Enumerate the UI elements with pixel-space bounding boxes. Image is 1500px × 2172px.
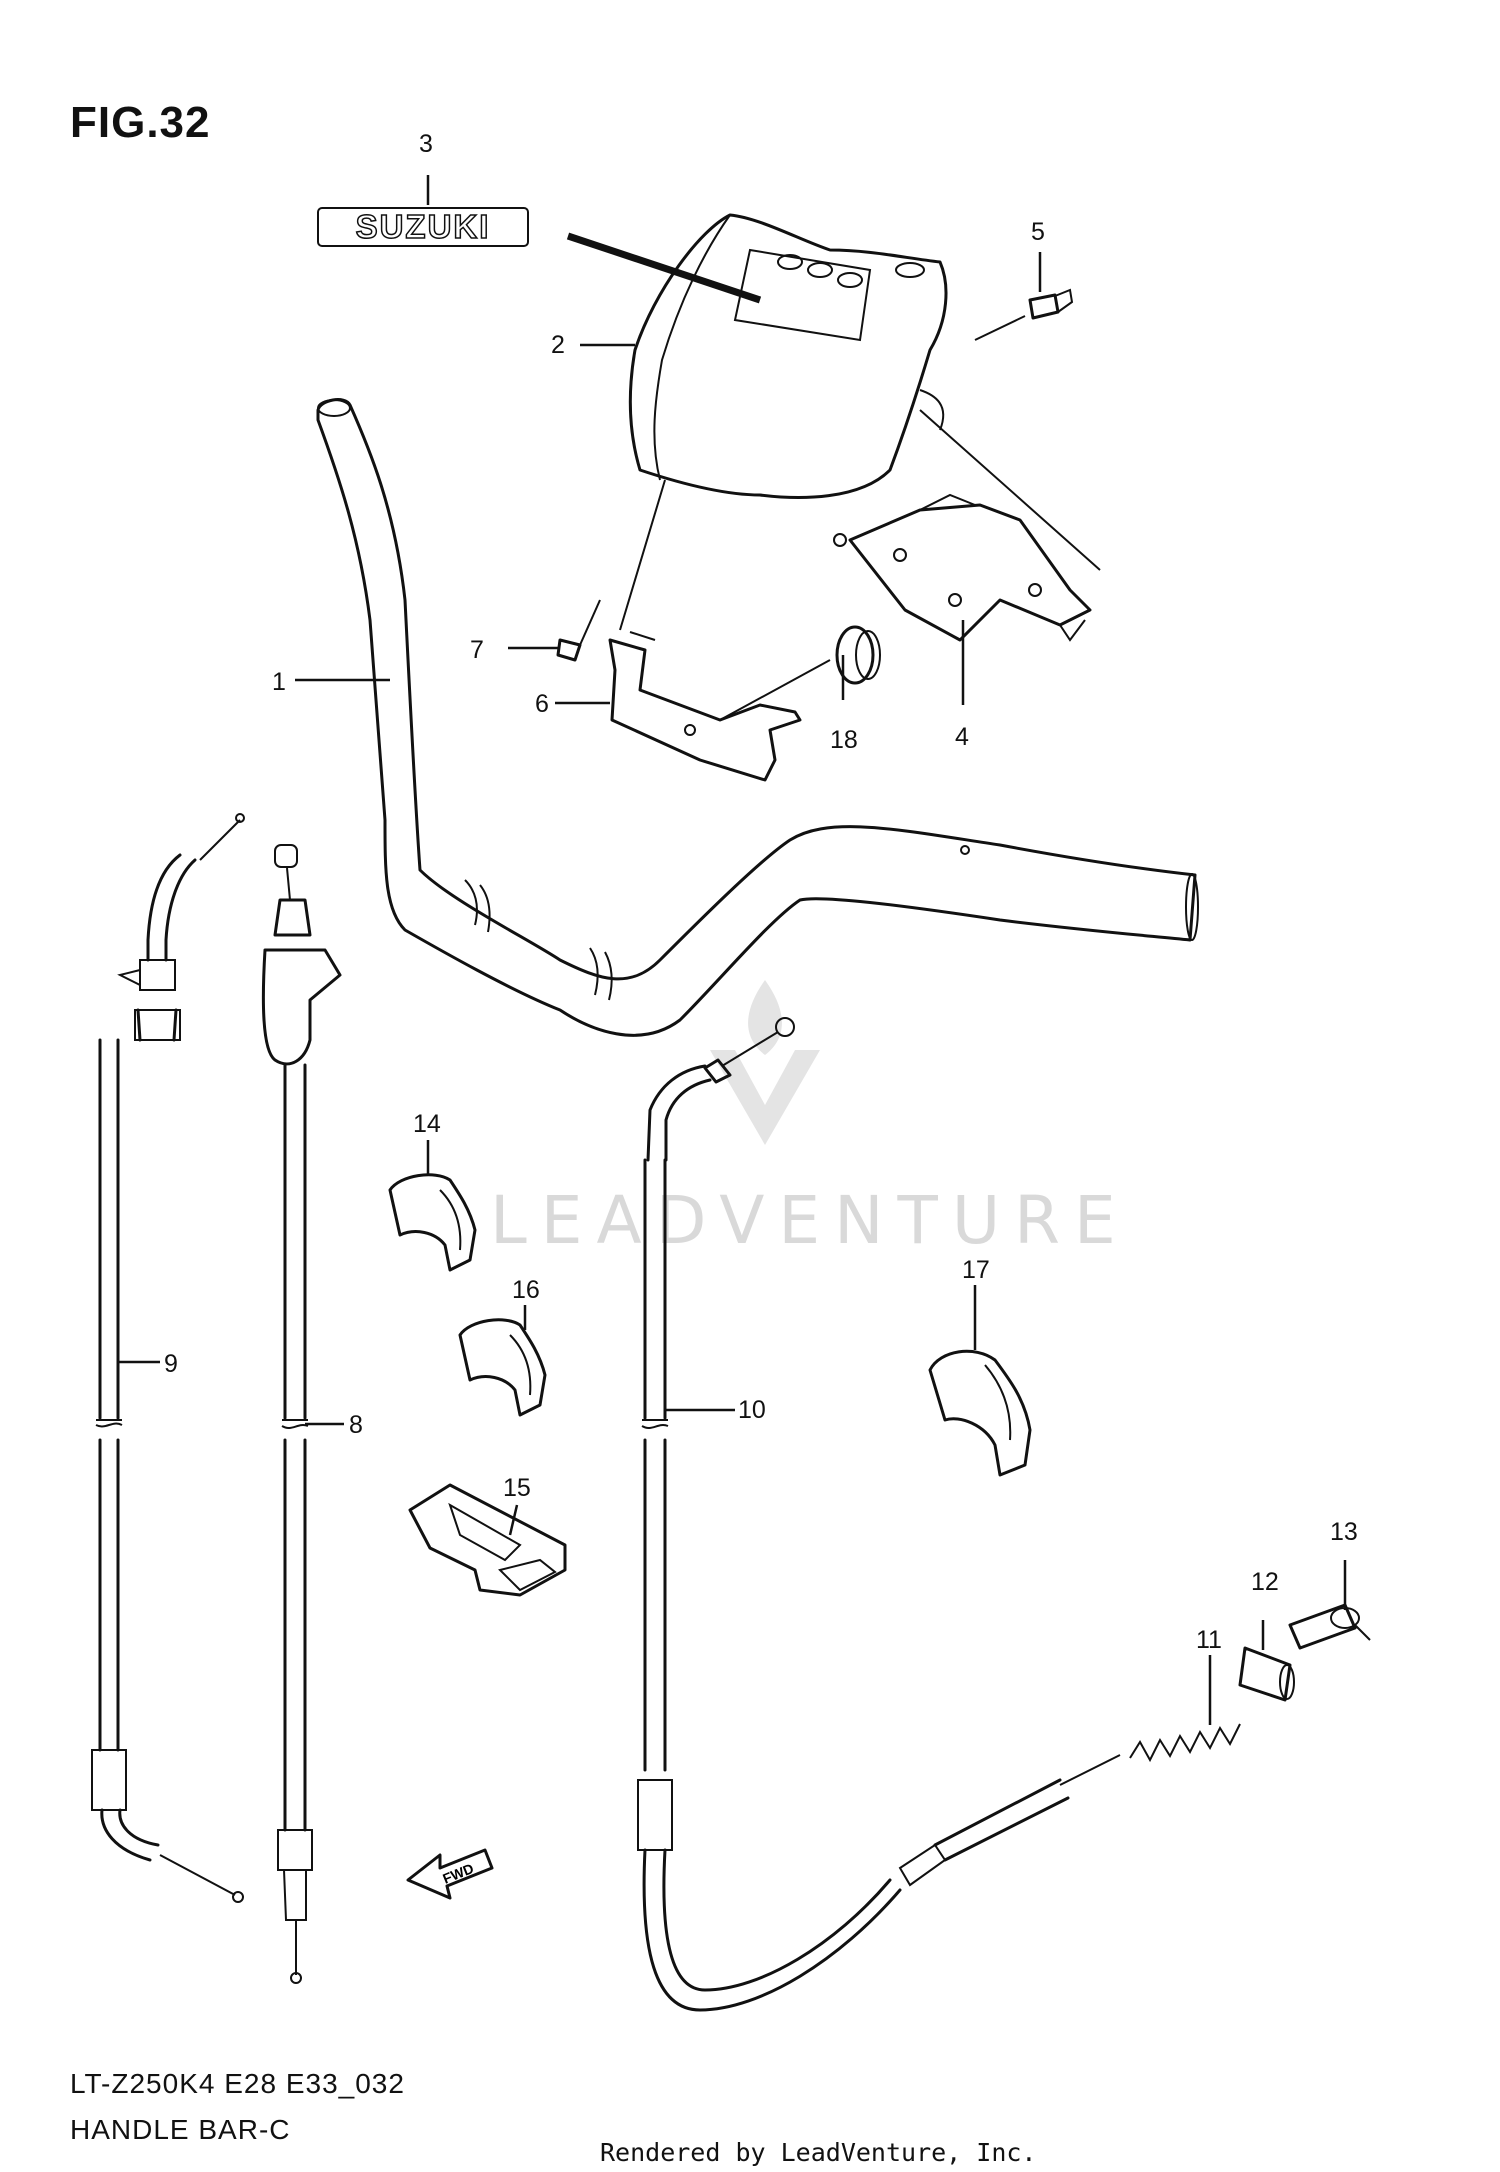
callout-5[interactable]: 5 <box>1031 218 1045 246</box>
part-18-grommet[interactable] <box>835 625 881 685</box>
callout-11[interactable]: 11 <box>1196 1626 1222 1654</box>
callout-9[interactable]: 9 <box>164 1350 178 1378</box>
part-2-handle-cover[interactable] <box>628 213 948 499</box>
part-14-clamp[interactable] <box>388 1173 477 1272</box>
callout-15[interactable]: 15 <box>503 1474 531 1502</box>
part-7-screw[interactable] <box>556 599 601 662</box>
part-11-spring[interactable] <box>1129 1723 1241 1763</box>
callout-2[interactable]: 2 <box>551 331 565 359</box>
section-name: HANDLE BAR-C <box>70 2114 291 2145</box>
watermark-logo-icon <box>710 980 820 1145</box>
callout-18[interactable]: 18 <box>830 726 858 754</box>
callout-17[interactable]: 17 <box>962 1256 990 1284</box>
callout-4[interactable]: 4 <box>955 723 969 751</box>
fwd-arrow-icon: FWD <box>406 1848 494 1900</box>
callout-16[interactable]: 16 <box>512 1276 540 1304</box>
callout-10[interactable]: 10 <box>738 1396 766 1424</box>
part-6-lower-bracket[interactable] <box>608 631 802 782</box>
model-code: LT-Z250K4 E28 E33_032 <box>70 2068 405 2099</box>
part-16-clamp[interactable] <box>458 1318 547 1417</box>
part-10-cable[interactable] <box>637 1017 1121 2012</box>
callout-12[interactable]: 12 <box>1251 1568 1279 1596</box>
callout-8[interactable]: 8 <box>349 1411 363 1439</box>
part-12-sleeve[interactable] <box>1238 1646 1295 1702</box>
callout-7[interactable]: 7 <box>470 636 484 664</box>
callout-13[interactable]: 13 <box>1330 1518 1358 1546</box>
part-4-bracket[interactable] <box>833 493 1092 642</box>
callout-14[interactable]: 14 <box>413 1110 441 1138</box>
render-credit: Rendered by LeadVenture, Inc. <box>600 2138 1037 2167</box>
figure-title: FIG.32 <box>70 98 211 147</box>
callout-1[interactable]: 1 <box>272 668 286 696</box>
part-15-clip[interactable] <box>408 1483 567 1597</box>
part-17-clamp[interactable] <box>928 1349 1032 1477</box>
callout-6[interactable]: 6 <box>535 690 549 718</box>
part-8-cable[interactable] <box>261 844 342 1984</box>
part-3-emblem[interactable]: SUZUKI <box>317 207 529 247</box>
part-13-pin[interactable] <box>1288 1603 1371 1650</box>
emblem-text: SUZUKI <box>356 208 491 245</box>
part-5-screw[interactable] <box>1028 288 1074 320</box>
watermark-text: LEADVENTURE <box>490 1182 1130 1259</box>
part-1-handlebar[interactable] <box>316 398 1199 1037</box>
part-9-cable[interactable] <box>91 813 245 1903</box>
emblem-pointer <box>566 232 762 304</box>
callout-3[interactable]: 3 <box>419 130 433 158</box>
